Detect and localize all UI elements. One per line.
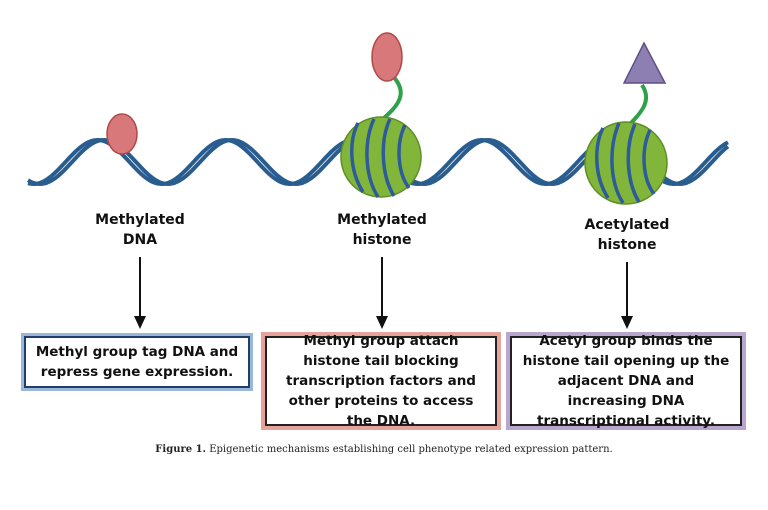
arrow-methylated-histone: [376, 257, 388, 329]
acetylated-histone-icon: [584, 121, 668, 205]
acetyl-group-icon: [622, 41, 667, 84]
caption-prefix: Figure 1.: [155, 444, 207, 455]
label-methylated-dna: Methylated DNA: [95, 212, 185, 248]
methylated-histone-icon: [340, 116, 422, 198]
label-methylated-histone: Methylated histone: [337, 212, 427, 248]
caption-text: Epigenetic mechanisms establishing cell …: [206, 444, 613, 455]
dna-methyl-group-icon: [106, 113, 138, 155]
methyl-histone-box: Methyl group attach histone tail blockin…: [265, 333, 497, 429]
methyl-dna-box: Methyl group tag DNA and repress gene ex…: [24, 336, 250, 388]
arrow-methylated-dna: [134, 257, 146, 329]
label-acetylated-histone: Acetylated histone: [584, 217, 670, 253]
histone-methyl-group-icon: [371, 32, 403, 82]
figure-caption: Figure 1. Epigenetic mechanisms establis…: [0, 444, 768, 455]
arrow-acetylated-histone: [621, 262, 633, 329]
acetyl-histone-box: Acetyl group binds the histone tail open…: [510, 333, 742, 429]
histone-tail-acetyl: [628, 83, 649, 126]
